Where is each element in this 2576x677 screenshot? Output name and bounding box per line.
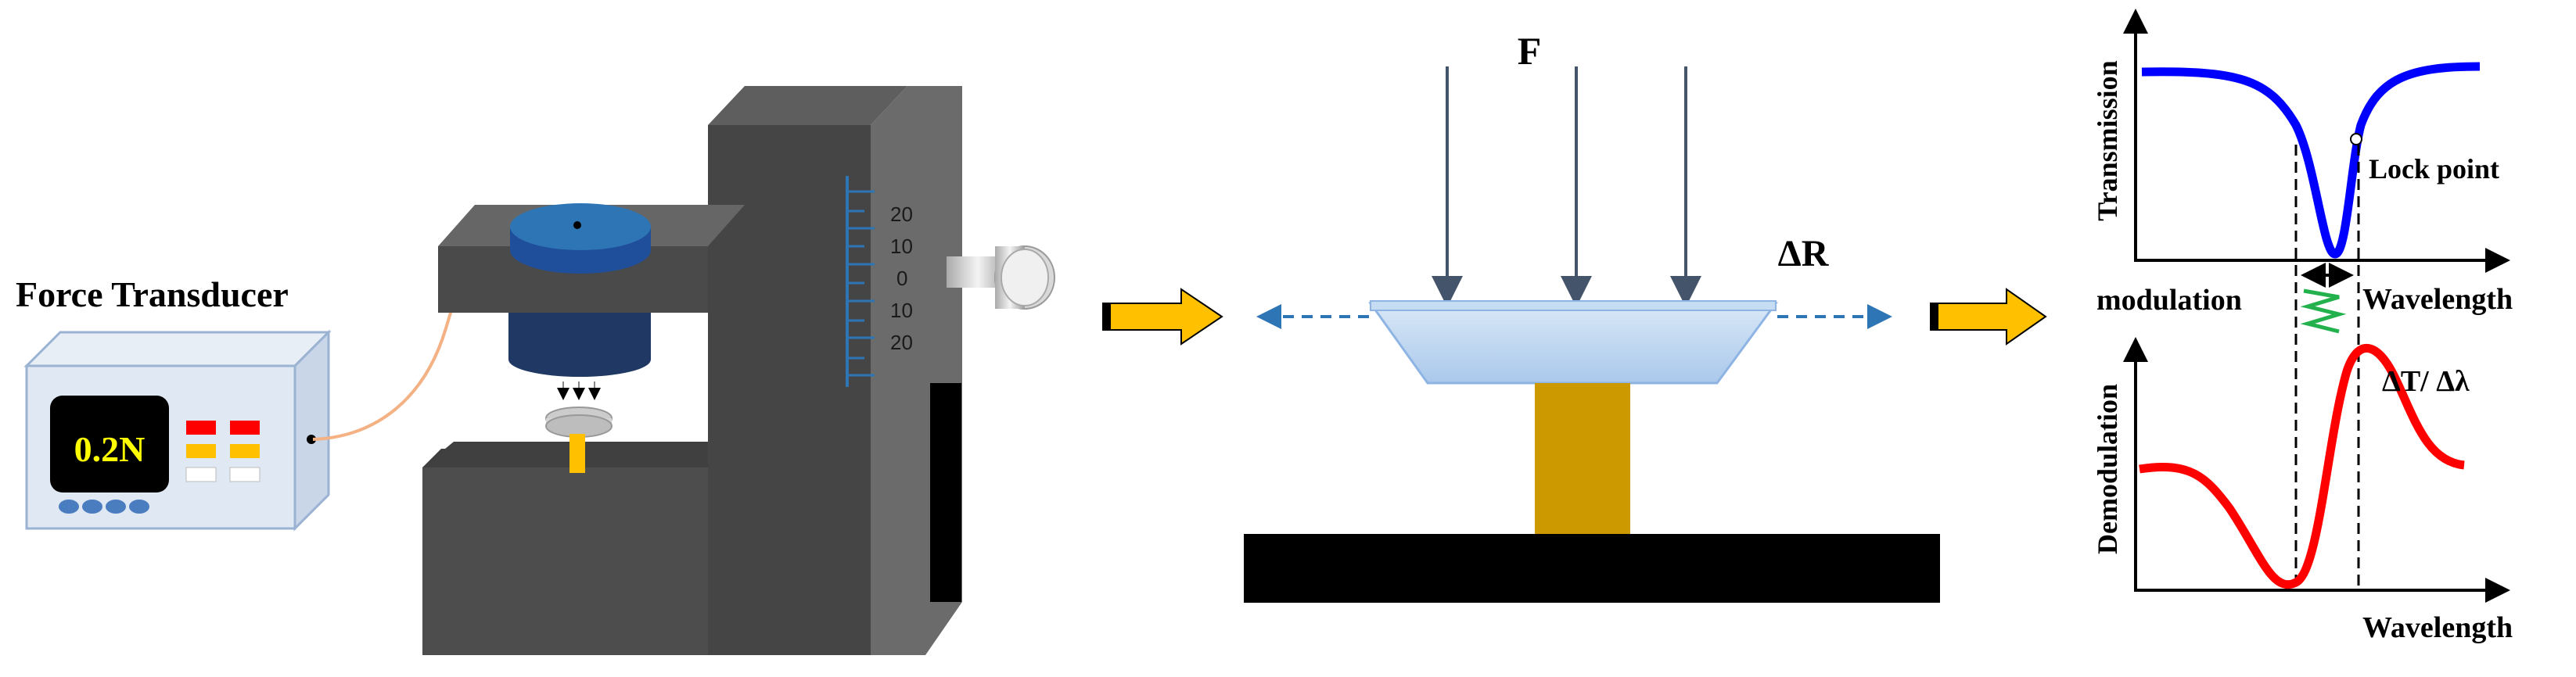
force-transducer-label: Force Transducer [16, 274, 289, 314]
yellow-button-2 [230, 444, 260, 458]
bottom-ylabel: Demodulation [2092, 384, 2123, 554]
column-top [708, 86, 907, 125]
testing-machine: 20 10 0 10 20 [422, 86, 1055, 655]
modulation-wave [2300, 288, 2347, 334]
bottom-xlabel: Wavelength [2362, 611, 2513, 644]
transmission-curve [2141, 62, 2481, 259]
force-label: F [1518, 29, 1542, 73]
column-scale: 20 10 0 10 20 [846, 176, 913, 387]
top-ylabel: Transmission [2092, 60, 2123, 220]
delta-r-label: ΔR [1778, 233, 1830, 274]
knob-2 [82, 500, 102, 514]
scale-tick-4: 10 [890, 299, 913, 322]
scale-tick-1: 20 [890, 202, 913, 226]
transducer-box-side [293, 329, 330, 532]
transducer-display [50, 396, 169, 493]
base-plate [1244, 534, 1940, 603]
scale-tick-5: 20 [890, 331, 913, 354]
demodulation-curve [2139, 343, 2465, 589]
column-rail [930, 383, 961, 602]
cable-port [307, 435, 316, 444]
red-button-1 [186, 421, 216, 435]
yellow-button-1 [186, 444, 216, 458]
sensing-element [1368, 302, 1778, 385]
display-value: 0.2N [74, 429, 146, 469]
signal-plots: Transmission Wavelength Lock point modul… [2092, 9, 2513, 644]
knob-1 [59, 500, 79, 514]
sensor-schematic: F ΔR [1244, 29, 1940, 603]
red-button-2 [230, 421, 260, 435]
support-pillar [1535, 383, 1630, 534]
scale-tick-3: 0 [896, 267, 907, 290]
top-xlabel: Wavelength [2362, 283, 2513, 316]
knob-3 [106, 500, 126, 514]
white-button-1 [185, 467, 217, 482]
transducer-box-top [23, 331, 332, 367]
flow-arrow-1 [1102, 288, 1223, 346]
machine-base-top [422, 442, 802, 467]
lock-point-marker [2350, 133, 2362, 145]
lock-point-label: Lock point [2369, 153, 2499, 184]
demod-annotation: ΔT/ Δλ [2382, 365, 2470, 398]
scale-tick-2: 10 [890, 235, 913, 258]
sensor-stem [569, 434, 585, 473]
white-button-2 [229, 467, 260, 482]
modulation-label: modulation [2096, 284, 2242, 317]
knob-4 [129, 500, 149, 514]
flow-arrow-2 [1930, 288, 2047, 346]
